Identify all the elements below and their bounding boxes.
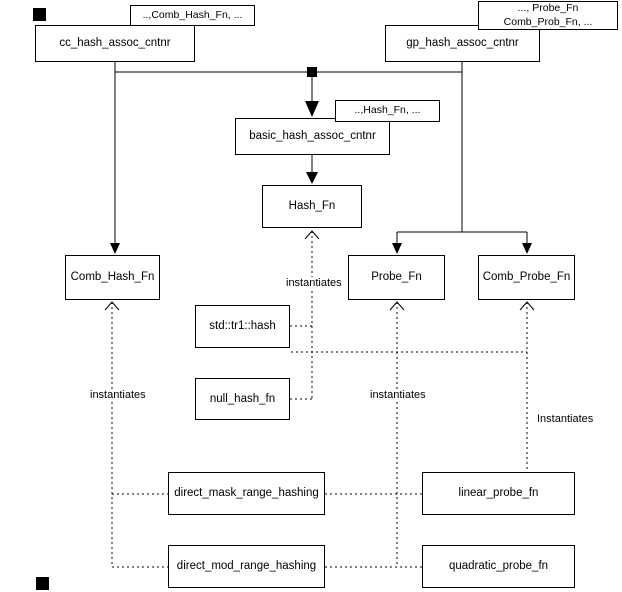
edge-label-instantiates-comb-hash-fn: instantiates (89, 389, 147, 401)
node-direct-mask-range-hashing: direct_mask_range_hashing (168, 472, 325, 515)
note-gp-params: ..., Probe_Fn Comb_Prob_Fn, ... (478, 1, 618, 30)
node-comb-hash-fn: Comb_Hash_Fn (65, 255, 160, 300)
node-std-tr1-hash: std::tr1::hash (195, 305, 290, 348)
node-hash-fn: Hash_Fn (262, 185, 362, 228)
note-cc-params: ..,Comb_Hash_Fn, ... (130, 5, 255, 26)
node-gp-hash-assoc-cntnr: gp_hash_assoc_cntnr (385, 25, 540, 62)
solid-edges (114, 62, 528, 243)
node-probe-fn: Probe_Fn (348, 255, 445, 300)
note-gp-params-line2: Comb_Prob_Fn, ... (503, 15, 593, 28)
edge-label-instantiates-comb-probe-fn: Instantiates (536, 413, 595, 425)
junction-marker (307, 67, 317, 77)
node-direct-mod-range-hashing: direct_mod_range_hashing (168, 545, 325, 588)
corner-marker-bottom-left (36, 577, 49, 590)
node-basic-hash-assoc-cntnr: basic_hash_assoc_cntnr (235, 118, 390, 155)
edge-label-instantiates-probe-fn: instantiates (369, 389, 427, 401)
note-gp-params-line1: ..., Probe_Fn (517, 2, 579, 15)
node-quadratic-probe-fn: quadratic_probe_fn (422, 545, 575, 588)
solid-arrowheads (110, 67, 532, 254)
note-basic-params: ..,Hash_Fn, ... (335, 100, 440, 122)
dotted-edges (111, 231, 528, 568)
node-cc-hash-assoc-cntnr: cc_hash_assoc_cntnr (35, 25, 195, 62)
edge-label-instantiates-hash-fn: instantiates (285, 277, 343, 289)
node-comb-probe-fn: Comb_Probe_Fn (478, 255, 575, 300)
corner-marker-top-left (33, 8, 46, 21)
node-null-hash-fn: null_hash_fn (195, 378, 290, 420)
open-arrowheads (104, 230, 535, 311)
corner-markers (33, 8, 49, 590)
node-linear-probe-fn: linear_probe_fn (422, 472, 575, 515)
